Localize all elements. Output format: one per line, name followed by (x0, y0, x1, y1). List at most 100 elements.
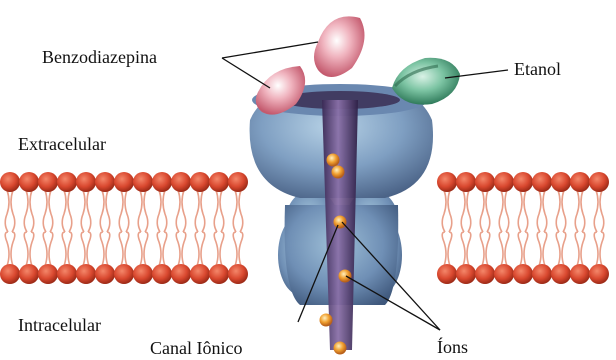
lipid-tail (467, 190, 471, 232)
lipid-tail (100, 190, 104, 232)
lipid-tail (448, 232, 452, 266)
label-etanol: Etanol (514, 59, 561, 79)
lipid-tail (81, 232, 85, 266)
lipid-head (171, 172, 191, 192)
lipid-tail (467, 232, 471, 266)
lipid-head (76, 172, 96, 192)
lipid-head (19, 264, 39, 284)
lipid-tail (581, 190, 585, 232)
lipid-head (589, 264, 609, 284)
lipid-tail (480, 232, 484, 266)
lipid-tail (220, 190, 224, 232)
lipid-head (513, 264, 533, 284)
lipid-head (437, 264, 457, 284)
lipid-tail (556, 190, 560, 232)
lipid-tail (524, 190, 528, 232)
lipid-tail (157, 190, 161, 232)
lipid-tail (537, 232, 541, 266)
lipid-head (532, 172, 552, 192)
lipid-head (114, 264, 134, 284)
lipid-tail (62, 190, 66, 232)
lipid-head (209, 264, 229, 284)
lipid-head (190, 172, 210, 192)
lipid-tail (233, 232, 237, 266)
lipid-tail (24, 190, 28, 232)
lipid-head (95, 172, 115, 192)
lipid-tail (43, 232, 47, 266)
lipid-tail (220, 232, 224, 266)
lipid-head (57, 264, 77, 284)
lipid-tail (543, 190, 547, 232)
lipid-tail (125, 190, 129, 232)
lipid-tail (68, 232, 72, 266)
ethanol-molecule (392, 58, 460, 105)
lipid-tail (239, 232, 243, 266)
lipid-tail (537, 190, 541, 232)
lipid-head (57, 172, 77, 192)
lipid-head (133, 264, 153, 284)
lipid-tail (499, 232, 503, 266)
lipid-head (228, 264, 248, 284)
lipid-tail (505, 190, 509, 232)
lipid-head (95, 264, 115, 284)
lipid-head (209, 172, 229, 192)
ion (332, 166, 345, 179)
lipid-tail (182, 232, 186, 266)
ion (334, 342, 347, 355)
lipid-head (76, 264, 96, 284)
lipid-head (456, 264, 476, 284)
lipid-tail (138, 190, 142, 232)
lipid-head (570, 264, 590, 284)
lipid-head (152, 172, 172, 192)
lipid-tail (24, 232, 28, 266)
lipid-tail (442, 232, 446, 266)
ion (339, 270, 352, 283)
lipid-tail (201, 232, 205, 266)
lipid-head (551, 264, 571, 284)
lipid-tail (195, 232, 199, 266)
lipid-tail (556, 232, 560, 266)
lipid-tail (144, 232, 148, 266)
lipid-head (589, 172, 609, 192)
lipid-tail (505, 232, 509, 266)
lipid-tail (30, 190, 34, 232)
lipid-tail (157, 232, 161, 266)
lipid-head (551, 172, 571, 192)
ion (327, 154, 340, 167)
lipid-tail (100, 232, 104, 266)
lipid-tail (11, 232, 15, 266)
lipid-tail (11, 190, 15, 232)
lipid-head (0, 264, 20, 284)
lipid-tail (581, 232, 585, 266)
lipid-head (171, 264, 191, 284)
lipid-tail (594, 190, 598, 232)
lipid-tail (144, 190, 148, 232)
lipid-tail (499, 190, 503, 232)
label-canal-ionico: Canal Iônico (150, 338, 242, 358)
lipid-tail (30, 232, 34, 266)
lipid-tail (81, 190, 85, 232)
lipid-head (152, 264, 172, 284)
lipid-tail (600, 190, 604, 232)
lipid-tail (594, 232, 598, 266)
lipid-tail (233, 190, 237, 232)
lipid-tail (87, 190, 91, 232)
lipid-tail (176, 190, 180, 232)
leader-benzo-upper (222, 42, 318, 58)
lipid-tail (448, 190, 452, 232)
label-ions: Íons (437, 336, 468, 357)
lipid-tail (461, 232, 465, 266)
lipid-head (133, 172, 153, 192)
lipid-tail (518, 232, 522, 266)
lipid-head (0, 172, 20, 192)
lipid-tail (442, 190, 446, 232)
lipid-tail (562, 232, 566, 266)
lipid-tail (62, 232, 66, 266)
lipid-tail (163, 190, 167, 232)
lipid-tail (5, 190, 9, 232)
lipid-tail (119, 232, 123, 266)
ion (320, 314, 333, 327)
lipid-head (494, 264, 514, 284)
ion (334, 216, 347, 229)
